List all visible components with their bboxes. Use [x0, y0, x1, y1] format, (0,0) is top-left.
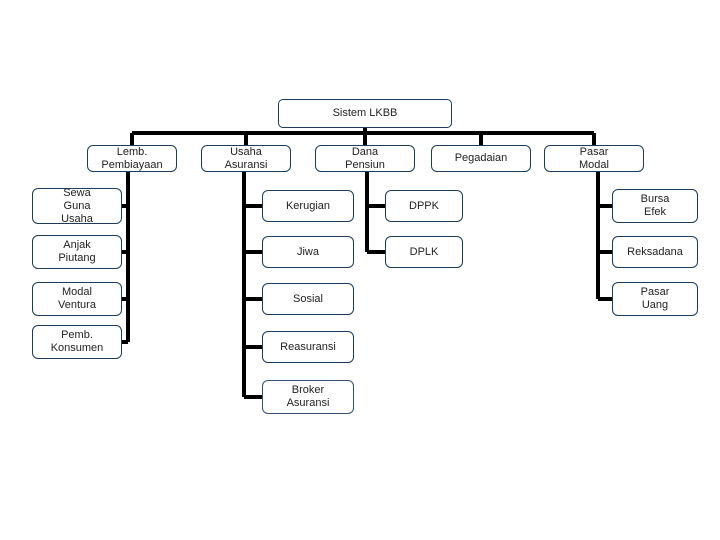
node-bursa-efek: Bursa Efek [612, 189, 698, 223]
node-lemb-pembiayaan: Lemb. Pembiayaan [87, 145, 177, 172]
node-pasar-modal: Pasar Modal [544, 145, 644, 172]
node-pegadaian: Pegadaian [431, 145, 531, 172]
node-reasuransi: Reasuransi [262, 331, 354, 363]
node-kerugian: Kerugian [262, 190, 354, 222]
node-dana-pensiun: Dana Pensiun [315, 145, 415, 172]
node-root-sistem-lkbb: Sistem LKBB [278, 99, 452, 128]
node-dplk: DPLK [385, 236, 463, 268]
node-broker-asuransi: Broker Asuransi [262, 380, 354, 414]
node-jiwa: Jiwa [262, 236, 354, 268]
node-sewa-guna-usaha: Sewa Guna Usaha [32, 187, 122, 225]
node-reksadana: Reksadana [612, 236, 698, 268]
node-anjak-piutang: Anjak Piutang [32, 235, 122, 269]
node-dppk: DPPK [385, 190, 463, 222]
node-usaha-asuransi: Usaha Asuransi [201, 145, 291, 172]
node-pemb-konsumen: Pemb. Konsumen [32, 325, 122, 359]
node-sosial: Sosial [262, 283, 354, 315]
node-pasar-uang: Pasar Uang [612, 282, 698, 316]
node-modal-ventura: Modal Ventura [32, 282, 122, 316]
